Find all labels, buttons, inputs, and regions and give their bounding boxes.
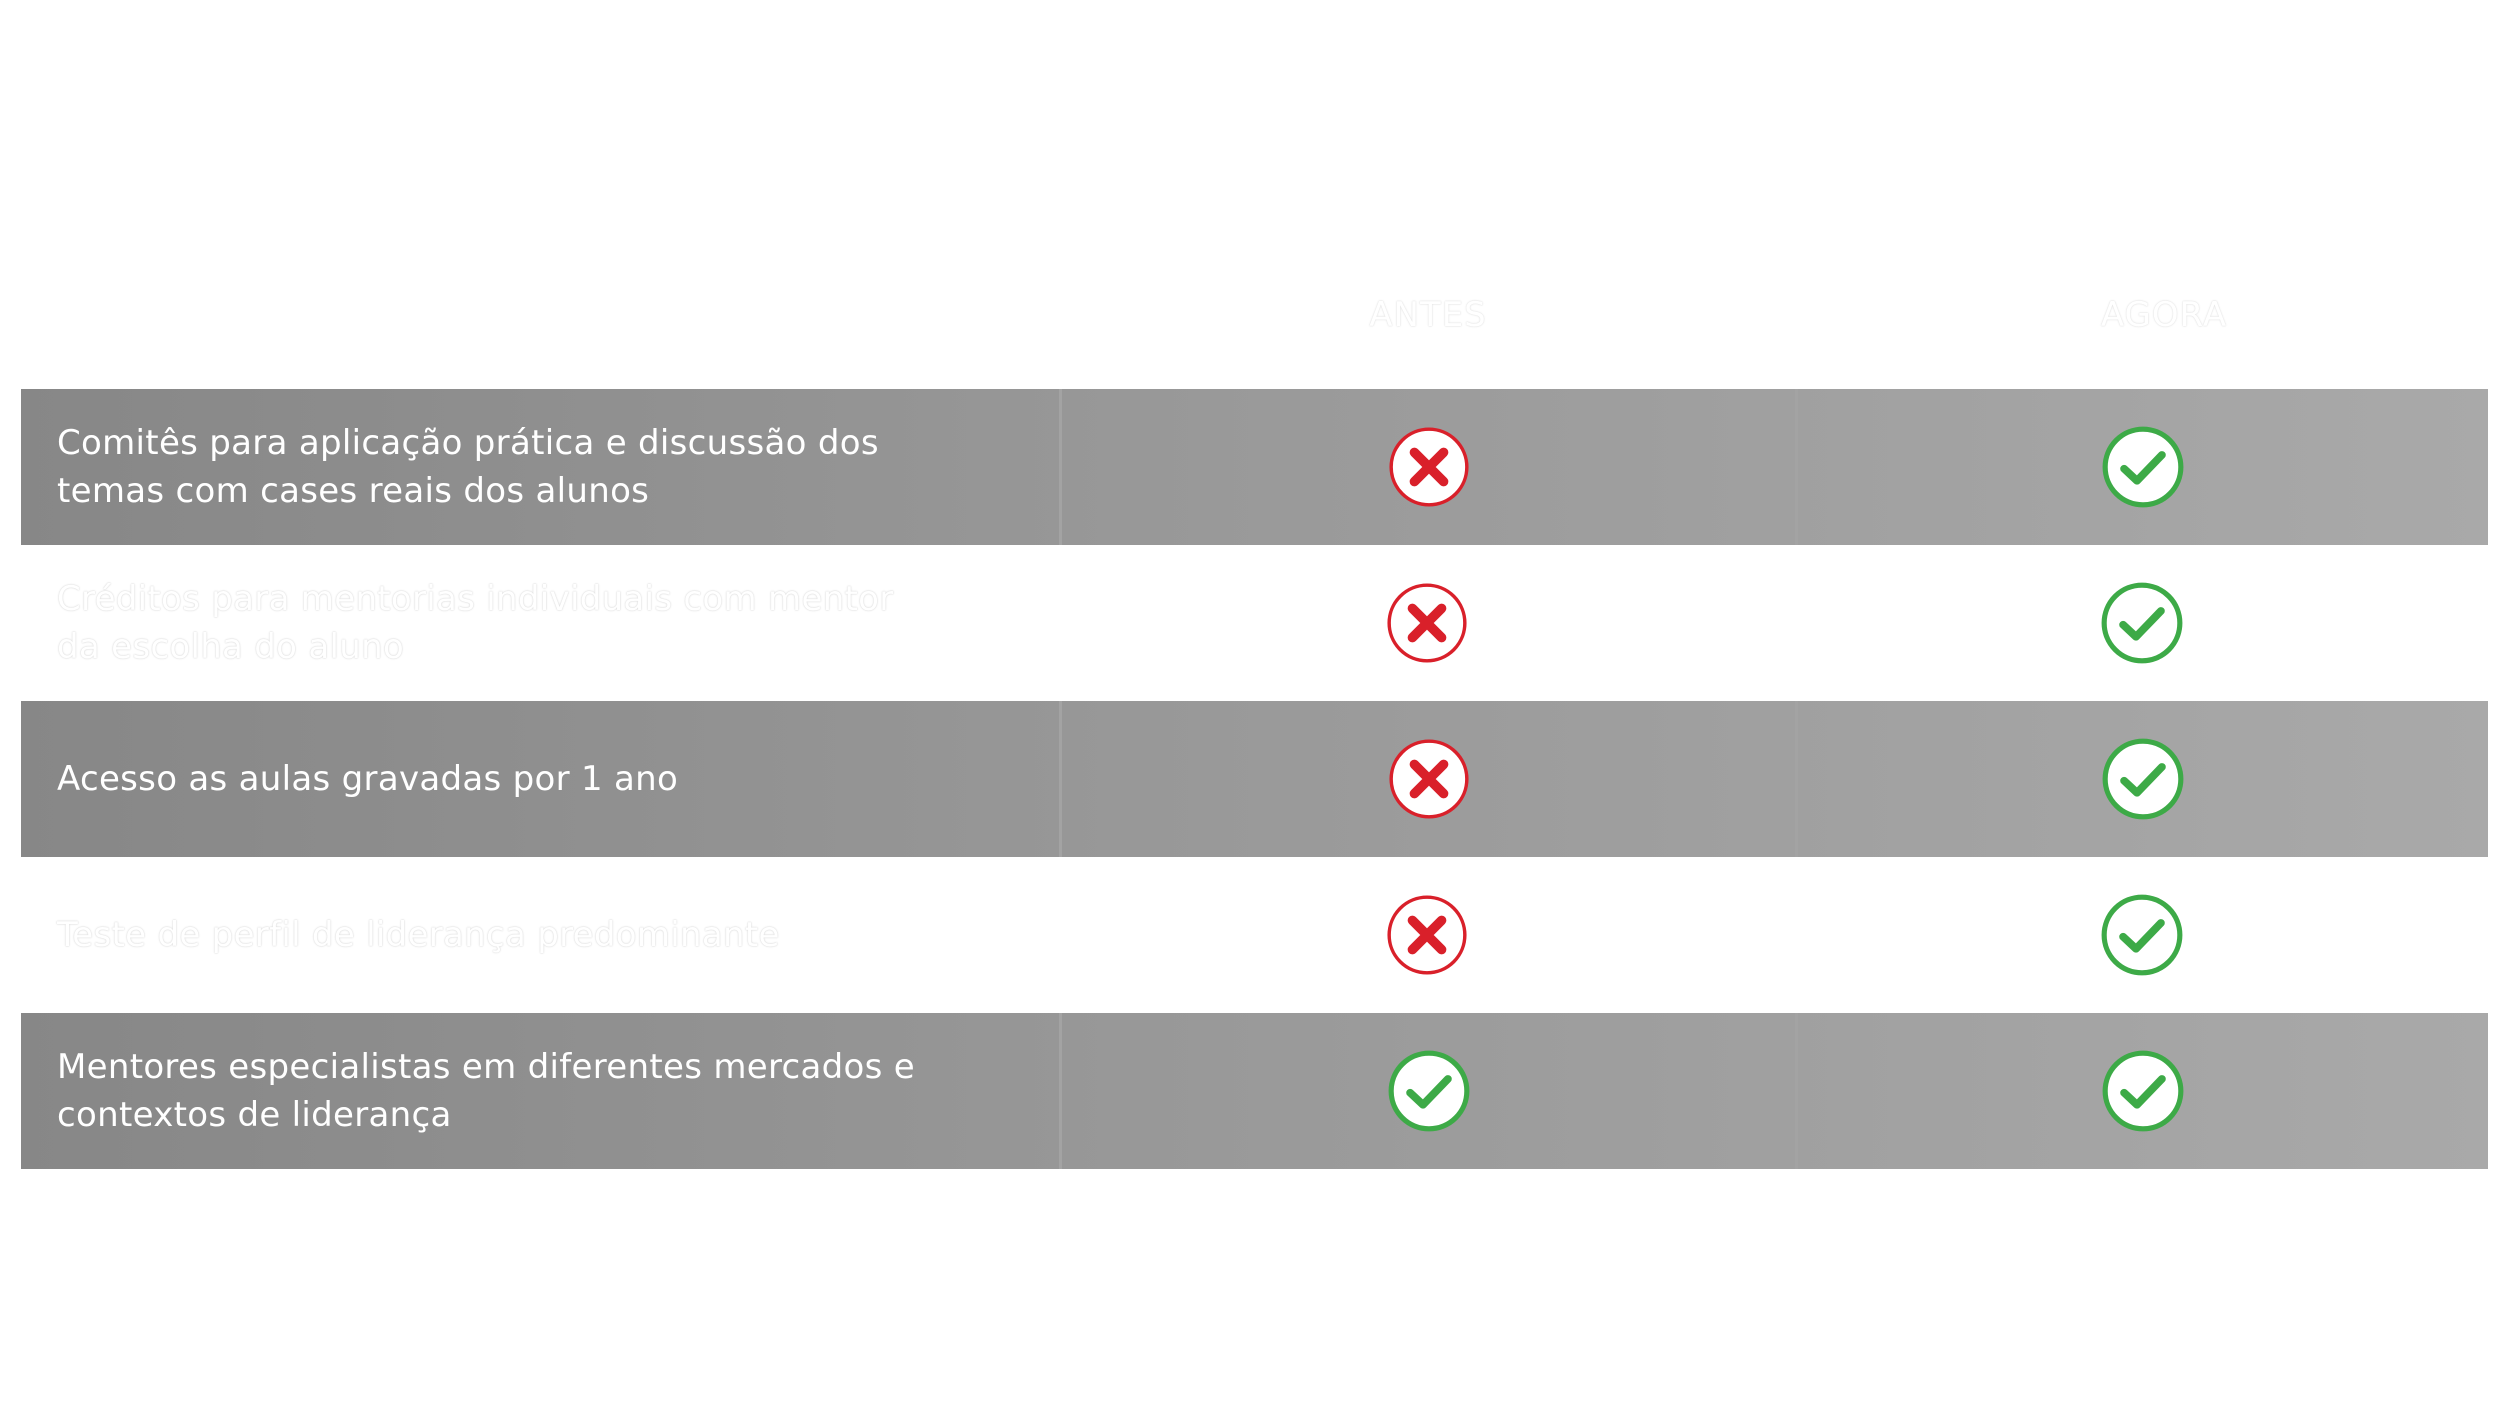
cross-icon [1388, 427, 1469, 507]
cross-icon [1387, 895, 1467, 975]
feature-label: Acesso as aulas gravadas por 1 ano [57, 759, 679, 799]
feature-label: Créditos para mentorias individuais com … [57, 579, 894, 667]
table-row: Mentores especialistas em diferentes mer… [21, 1013, 2488, 1169]
cross-icon [1388, 739, 1469, 819]
check-icon [2102, 738, 2184, 820]
agora-cell [1795, 545, 2488, 701]
feature-label: Teste de perfil de liderança predominant… [57, 915, 780, 955]
column-header-agora: AGORA [2100, 295, 2228, 335]
check-icon [1388, 1050, 1469, 1132]
antes-cell [1059, 545, 1795, 701]
antes-cell [1059, 1013, 1795, 1169]
agora-cell [1795, 1013, 2488, 1169]
antes-cell [1059, 701, 1795, 857]
check-icon [2101, 582, 2182, 664]
cross-icon [1387, 583, 1467, 663]
feature-cell: Teste de perfil de liderança predominant… [21, 857, 1059, 1013]
check-icon [2101, 894, 2182, 976]
table-row: Teste de perfil de liderança predominant… [21, 857, 2488, 1013]
agora-cell [1795, 857, 2488, 1013]
feature-cell: Créditos para mentorias individuais com … [21, 545, 1059, 701]
feature-cell: Acesso as aulas gravadas por 1 ano [21, 701, 1059, 857]
agora-cell [1795, 701, 2488, 857]
check-icon [2102, 426, 2184, 508]
antes-cell [1059, 857, 1795, 1013]
table-row: Créditos para mentorias individuais com … [21, 545, 2488, 701]
comparison-table: Comitês para aplicação prática e discuss… [21, 389, 2488, 1169]
check-icon [2102, 1050, 2184, 1132]
table-row: Comitês para aplicação prática e discuss… [21, 389, 2488, 545]
antes-cell [1059, 389, 1795, 545]
feature-cell: Comitês para aplicação prática e discuss… [21, 389, 1059, 545]
feature-label: Comitês para aplicação prática e discuss… [57, 423, 879, 511]
table-row: Acesso as aulas gravadas por 1 ano [21, 701, 2488, 857]
column-header-antes: ANTES [1369, 295, 1487, 335]
feature-cell: Mentores especialistas em diferentes mer… [21, 1013, 1059, 1169]
feature-label: Mentores especialistas em diferentes mer… [57, 1047, 915, 1135]
agora-cell [1795, 389, 2488, 545]
